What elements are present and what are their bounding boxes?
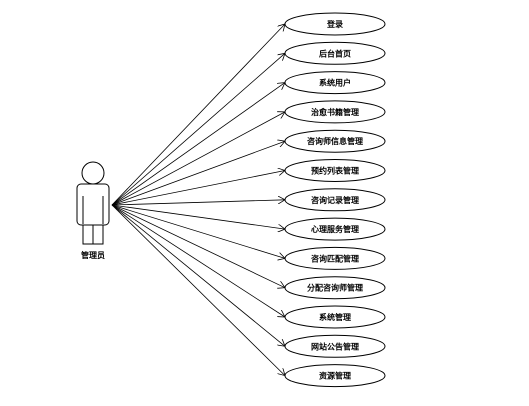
use-case-label: 治愈书籍管理	[311, 107, 359, 117]
actor-head	[81, 161, 105, 185]
association-line	[111, 83, 285, 206]
use-case: 系统管理	[284, 305, 386, 329]
use-case-ellipse	[284, 71, 386, 95]
actor-label: 管理员	[81, 250, 105, 260]
use-case-label: 咨询师信息管理	[307, 136, 363, 146]
association-line	[111, 24, 285, 206]
use-case: 系统用户	[284, 71, 386, 95]
association-line	[111, 112, 285, 206]
association-line	[111, 171, 285, 206]
use-case-ellipse	[284, 334, 386, 358]
association-lines	[111, 24, 285, 376]
use-case-label: 系统管理	[319, 312, 351, 322]
use-case-ellipse	[284, 159, 386, 182]
association-line	[111, 53, 285, 206]
use-case: 分配咨询师管理	[284, 276, 386, 300]
actor-administrator: 管理员	[76, 161, 110, 260]
use-case: 咨询师信息管理	[284, 129, 386, 153]
association-line	[111, 204, 285, 288]
use-case-label: 后台首页	[319, 48, 351, 58]
association-line	[111, 200, 285, 206]
use-case: 咨询记录管理	[284, 188, 386, 212]
use-case-ellipse	[284, 276, 386, 300]
association-line	[111, 141, 285, 206]
use-case-ellipse	[284, 246, 386, 270]
association-line	[111, 204, 285, 258]
use-case-label: 系统用户	[319, 78, 351, 88]
use-case-ellipse	[284, 129, 386, 153]
use-case-ellipse	[284, 305, 386, 329]
use-case-label: 网站公告管理	[311, 341, 359, 351]
use-case-ellipse	[284, 217, 386, 241]
association-line	[111, 204, 285, 346]
use-case-ellipse	[284, 188, 386, 212]
use-case: 后台首页	[284, 41, 386, 65]
use-case-label: 登录	[326, 19, 343, 29]
use-case: 心理服务管理	[284, 217, 386, 241]
use-case: 资源管理	[284, 364, 386, 388]
actor-body	[76, 183, 110, 226]
use-case-label: 分配咨询师管理	[307, 283, 363, 293]
use-case-ellipse	[284, 364, 386, 388]
association-line	[111, 204, 285, 229]
actor-left-leg	[82, 224, 94, 245]
use-case: 网站公告管理	[284, 334, 386, 358]
use-cases: 登录后台首页系统用户治愈书籍管理咨询师信息管理预约列表管理咨询记录管理心理服务管…	[284, 12, 386, 388]
association-line	[111, 204, 285, 376]
use-case: 登录	[284, 12, 386, 36]
use-case: 预约列表管理	[284, 159, 386, 182]
use-case-ellipse	[284, 100, 386, 124]
association-line	[111, 204, 285, 317]
use-case-label: 资源管理	[319, 371, 351, 381]
use-case-label: 咨询记录管理	[311, 195, 359, 205]
use-case: 治愈书籍管理	[284, 100, 386, 124]
use-case-ellipse	[284, 12, 386, 36]
use-case-label: 咨询匹配管理	[311, 253, 359, 263]
use-case: 咨询匹配管理	[284, 246, 386, 270]
use-case-ellipse	[284, 41, 386, 65]
use-case-label: 心理服务管理	[311, 224, 359, 234]
actor-right-leg	[92, 224, 104, 245]
use-case-label: 预约列表管理	[311, 166, 359, 176]
